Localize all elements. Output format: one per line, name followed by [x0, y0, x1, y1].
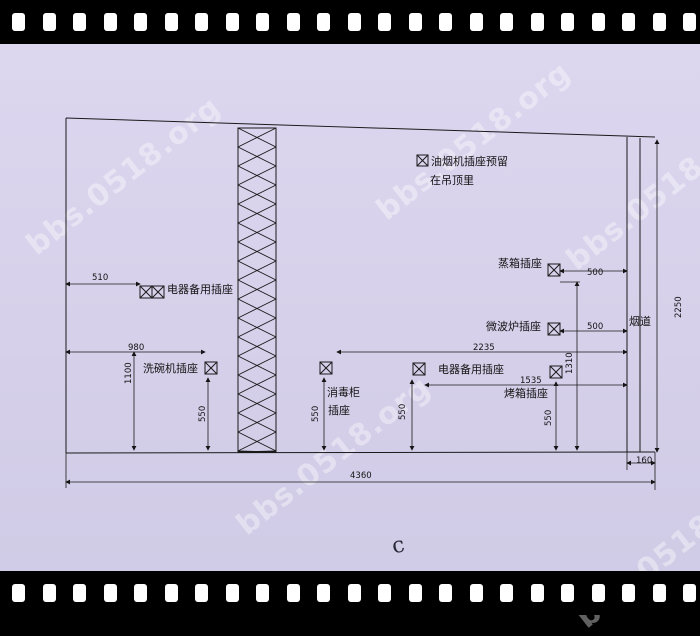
film-sprocket-hole [683, 584, 696, 602]
structural-column [237, 127, 277, 453]
hood-socket-label-line1: 油烟机插座预留 [431, 154, 508, 168]
film-sprocket-hole [439, 584, 452, 602]
film-sprocket-hole [73, 584, 86, 602]
dimension-label: 1535 [520, 376, 542, 386]
film-sprocket-hole [42, 584, 56, 602]
film-sprocket-hole [225, 13, 239, 31]
film-sprocket-hole [408, 13, 422, 31]
film-sprocket-hole [164, 13, 178, 31]
microwave-socket-label: 微波炉插座 [486, 319, 541, 333]
film-strip-bottom [0, 571, 700, 615]
wall-elevation-drawing: 油烟机插座预留 在吊顶里 蒸箱插座 微波炉插座 烟道 电器备用插座 洗碗机插座 … [65, 117, 684, 559]
socket-icon [547, 322, 561, 336]
film-sprocket-hole [591, 584, 605, 602]
socket-icon [416, 154, 429, 167]
film-sprocket-hole [469, 13, 483, 31]
socket-icon [139, 285, 153, 299]
dimension-label: 1100 [124, 362, 134, 384]
socket-icon [319, 361, 333, 375]
film-sprocket-hole [134, 13, 147, 31]
appliance-spare-socket-label-right: 电器备用插座 [438, 362, 504, 376]
appliance-spare-socket-label-left: 电器备用插座 [167, 282, 233, 296]
dimension-label: 500 [587, 322, 603, 332]
film-sprocket-hole [256, 13, 269, 31]
film-sprocket-hole [500, 13, 513, 31]
film-sprocket-hole [164, 584, 178, 602]
film-sprocket-hole [73, 13, 86, 31]
film-sprocket-hole [134, 584, 147, 602]
film-sprocket-hole [225, 584, 239, 602]
dimension-lines [65, 139, 660, 490]
film-sprocket-hole [561, 584, 574, 602]
hood-socket-label-line2: 在吊顶里 [430, 174, 474, 187]
dimension-label: 4360 [350, 471, 372, 481]
dimension-label: 2235 [473, 343, 495, 353]
dimension-label: 980 [128, 343, 144, 353]
sterilizer-socket-label-line1: 消毒柜 [327, 385, 360, 399]
film-sprocket-hole [195, 584, 208, 602]
film-sprocket-hole [591, 13, 605, 31]
dimension-label: 550 [398, 404, 408, 420]
film-sprocket-hole [195, 13, 208, 31]
oven-socket-label: 烤箱插座 [504, 386, 548, 400]
film-sprocket-hole [347, 13, 361, 31]
film-sprocket-hole [530, 584, 544, 602]
steamer-socket-label: 蒸箱插座 [498, 256, 542, 270]
dimension-label: 500 [587, 268, 603, 278]
film-sprocket-hole [652, 13, 666, 31]
socket-icon [151, 285, 165, 299]
film-sprocket-hole [12, 13, 25, 31]
film-sprocket-hole [530, 13, 544, 31]
film-sprocket-hole [683, 13, 696, 31]
film-sprocket-hole [42, 13, 56, 31]
socket-icon [412, 362, 426, 376]
film-sprocket-hole [103, 13, 117, 31]
film-sprocket-hole [622, 13, 635, 31]
film-sprocket-hole [561, 13, 574, 31]
dimension-label: 2250 [674, 296, 684, 318]
film-sprocket-hole [12, 584, 25, 602]
film-sprocket-hole [469, 584, 483, 602]
film-sprocket-hole [500, 584, 513, 602]
film-sprocket-hole [347, 584, 361, 602]
dimension-label: 160 [636, 456, 652, 466]
film-sprocket-hole [408, 584, 422, 602]
dimension-label: 550 [544, 410, 554, 426]
film-sprocket-hole [103, 584, 117, 602]
handwritten-mark: c [390, 532, 407, 559]
socket-icon [547, 263, 561, 277]
dimension-label: 550 [311, 406, 321, 422]
sterilizer-socket-label-line2: 插座 [328, 403, 350, 417]
dishwasher-socket-label: 洗碗机插座 [143, 361, 198, 375]
film-sprocket-hole [256, 584, 269, 602]
film-sprocket-hole [286, 13, 300, 31]
film-sprocket-hole [378, 13, 391, 31]
film-sprocket-hole [317, 584, 330, 602]
dimension-label: 550 [198, 406, 208, 422]
film-sprocket-hole [652, 584, 666, 602]
dimension-label: 1310 [565, 352, 575, 374]
film-sprocket-hole [622, 584, 635, 602]
socket-icon [204, 361, 218, 375]
socket-icon [549, 365, 563, 379]
film-strip-top [0, 0, 700, 44]
film-sprocket-hole [378, 584, 391, 602]
socket-symbols [139, 154, 563, 379]
film-sprocket-hole [286, 584, 300, 602]
film-sprocket-hole [439, 13, 452, 31]
film-sprocket-hole [317, 13, 330, 31]
flue-label: 烟道 [629, 314, 651, 328]
dimension-label: 510 [92, 273, 108, 283]
